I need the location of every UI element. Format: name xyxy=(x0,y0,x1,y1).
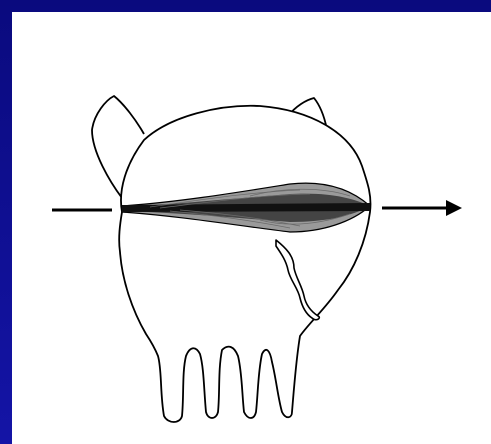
pig-body-outline xyxy=(119,106,370,422)
right-arrow-icon xyxy=(382,200,462,216)
